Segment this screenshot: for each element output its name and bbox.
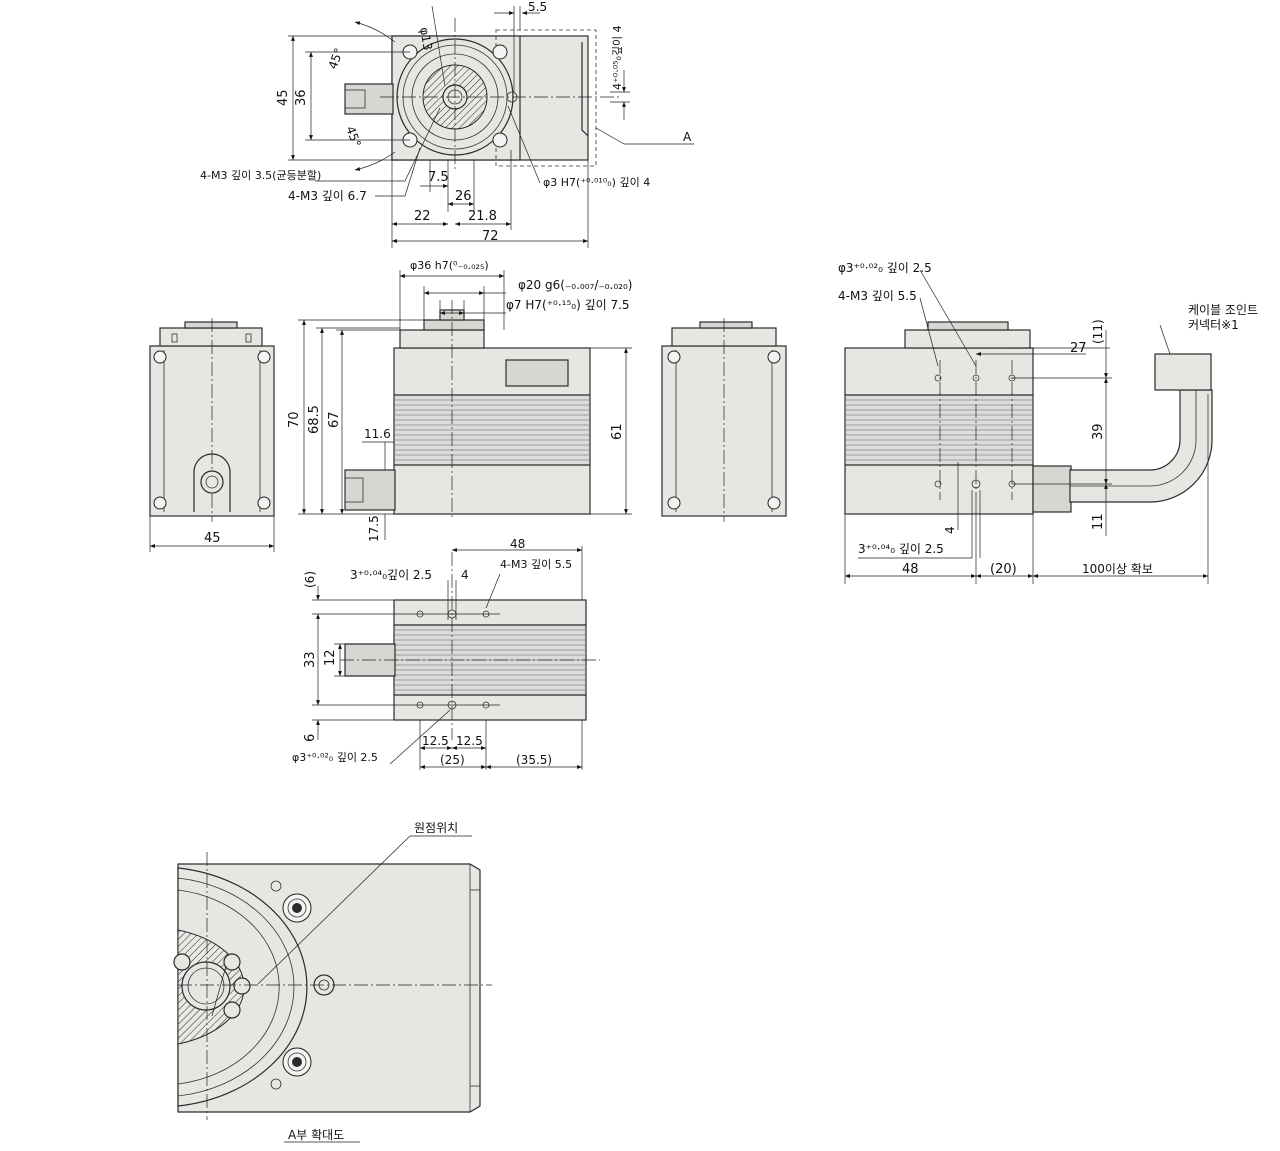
label-cable-joint: 케이블 조인트 (1188, 303, 1258, 317)
label-origin: 원점위치 (414, 821, 458, 835)
label-phi3-bottom: φ3⁺⁰·⁰²₀ 깊이 2.5 (292, 751, 378, 764)
label-67: 67 (327, 411, 342, 428)
label-21-8: 21.8 (468, 209, 497, 224)
label-phi20: φ20 g6(₋₀.₀₀₇/₋₀.₀₂₀) (518, 278, 632, 292)
label-m3-3-5: 4-M3 깊이 3.5(균등분할) (200, 169, 321, 182)
label-phi7: φ7 H7(⁺⁰·¹⁵₀) 깊이 7.5 (506, 298, 630, 312)
label-17-5: 17.5 (367, 515, 381, 542)
label-45-left: 45 (204, 531, 221, 546)
top-view: φ13 5.5 4⁺⁰·⁰⁵₀깊이 4 45 36 45° 45° A 4-M3… (200, 0, 694, 248)
label-m3-right: 4-M3 깊이 5.5 (838, 289, 917, 303)
label-12: 12 (323, 649, 338, 666)
label-7-5: 7.5 (428, 170, 449, 185)
label-48-right: 48 (902, 562, 919, 577)
label-connector: 커넥터※1 (1188, 318, 1239, 332)
label-4-right: 4 (943, 526, 957, 534)
label-angle-bottom: 45° (343, 124, 363, 149)
label-hole3-right: 3⁺⁰·⁰⁴₀ 깊이 2.5 (858, 542, 944, 556)
label-100: 100이상 확보 (1082, 562, 1153, 576)
bottom-view: 48 (6) 3⁺⁰·⁰⁴₀깊이 2.5 4 4-M3 깊이 5.5 33 12… (292, 537, 600, 770)
label-70: 70 (287, 411, 302, 428)
label-5-5: 5.5 (528, 0, 547, 14)
cooling-fins-right (846, 399, 1032, 461)
label-phi3-h7: φ3 H7(⁺⁰·⁰¹⁰₀) 깊이 4 (543, 176, 650, 189)
detail-view-a: 원점위치 A부 확대도 (173, 821, 492, 1143)
label-26: 26 (455, 189, 472, 204)
label-68-5: 68.5 (307, 405, 322, 434)
label-12-5-a: 12.5 (422, 734, 449, 748)
label-33: 33 (303, 651, 318, 668)
rear-view (661, 318, 787, 522)
label-22: 22 (414, 209, 431, 224)
label-48-bottom: 48 (510, 537, 525, 551)
label-11-bottom-right: 11 (1091, 513, 1106, 530)
label-61: 61 (610, 423, 625, 440)
label-35-5: (35.5) (516, 753, 552, 767)
label-angle-top: 45° (326, 46, 346, 71)
label-6-bottom: 6 (303, 734, 318, 742)
callout-a: A (683, 130, 692, 144)
label-20: (20) (990, 562, 1017, 577)
detail-title: A부 확대도 (288, 1128, 344, 1142)
label-6-top-bottom: (6) (303, 571, 317, 588)
label-m3-bottom: 4-M3 깊이 5.5 (500, 558, 572, 571)
cooling-fins-bottom (395, 629, 585, 691)
label-phi36: φ36 h7(⁰₋₀.₀₂₅) (410, 259, 489, 272)
label-11-top-right: (11) (1091, 319, 1105, 344)
label-4-bottom: 4 (461, 568, 469, 582)
front-view: φ36 h7(⁰₋₀.₀₂₅) φ20 g6(₋₀.₀₀₇/₋₀.₀₂₀) φ7… (287, 259, 632, 542)
label-phi3-right: φ3⁺⁰·⁰²₀ 깊이 2.5 (838, 261, 932, 275)
cooling-fins (395, 399, 589, 461)
label-m3-6-7: 4-M3 깊이 6.7 (288, 189, 367, 203)
label-45-top: 45 (276, 89, 291, 106)
label-phi13: φ13 (417, 26, 435, 51)
label-hole3-bottom: 3⁺⁰·⁰⁴₀깊이 2.5 (350, 568, 432, 582)
label-depth-4: 4⁺⁰·⁰⁵₀깊이 4 (611, 25, 624, 90)
label-25: (25) (440, 753, 465, 767)
label-72: 72 (482, 229, 499, 244)
label-27: 27 (1070, 341, 1087, 356)
label-11-6: 11.6 (364, 427, 391, 441)
left-view: 45 (149, 318, 275, 552)
label-36-top: 36 (294, 89, 309, 106)
label-39: 39 (1091, 423, 1106, 440)
label-12-5-b: 12.5 (456, 734, 483, 748)
right-view: φ3⁺⁰·⁰²₀ 깊이 2.5 4-M3 깊이 5.5 케이블 조인트 커넥터※… (838, 261, 1258, 584)
